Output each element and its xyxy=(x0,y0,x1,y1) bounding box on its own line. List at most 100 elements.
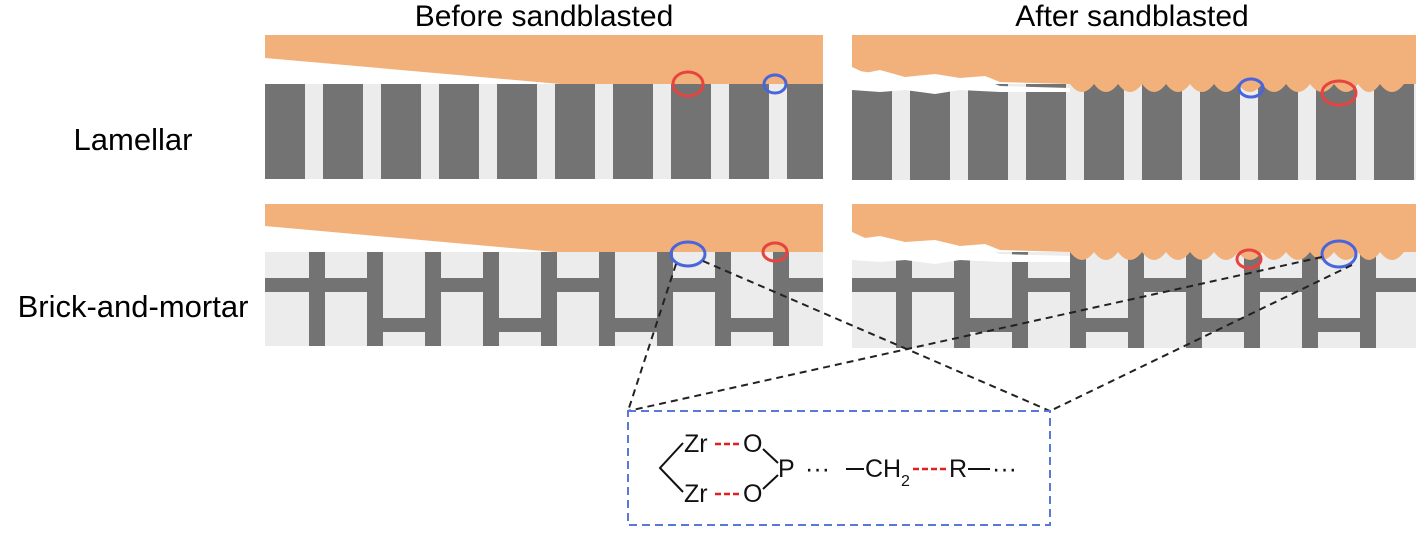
blue-circle-brick-after xyxy=(1320,239,1358,269)
mortar-horizontal xyxy=(265,278,325,292)
mortar-vertical xyxy=(1128,252,1144,348)
red-circle-lamellar-after xyxy=(1320,79,1358,107)
lamella-bar xyxy=(1026,84,1066,180)
mortar-horizontal xyxy=(483,318,557,332)
dots-after-r: ··· xyxy=(992,455,1017,483)
dots-after-p: ··· xyxy=(805,455,830,483)
panel-brick-before xyxy=(265,204,847,346)
mortar-vertical xyxy=(1244,252,1260,348)
resin-layer-brick-after xyxy=(852,204,1416,260)
mortar-horizontal xyxy=(1128,278,1202,292)
after-sandblasted-title: After sandblasted xyxy=(1015,0,1248,33)
lamella-bar xyxy=(1142,84,1182,180)
lamella-bar xyxy=(497,84,537,179)
mortar-vertical xyxy=(896,252,912,348)
mortar-vertical xyxy=(541,252,557,346)
ch2-subscript: 2 xyxy=(901,473,910,490)
resin-layer-lamellar-before xyxy=(265,35,823,84)
mortar-horizontal xyxy=(954,318,1028,332)
mortar-horizontal xyxy=(541,278,615,292)
lamella-bar xyxy=(968,84,1008,180)
lamella-bar xyxy=(1316,84,1356,180)
lamella-bar xyxy=(613,84,653,179)
red-circle-brick-after xyxy=(1235,248,1263,270)
mortar-vertical xyxy=(831,252,847,346)
lamella-bar xyxy=(852,84,892,180)
mortar-horizontal xyxy=(309,278,383,292)
red-circle-brick-before xyxy=(761,241,789,263)
mortar-horizontal xyxy=(1418,318,1422,332)
panel-brick-after xyxy=(852,204,1422,348)
panel-lamellar-before xyxy=(265,35,823,179)
mortar-vertical xyxy=(1070,252,1086,348)
mortar-vertical xyxy=(425,252,441,346)
lamella-bar xyxy=(1258,84,1298,180)
zr-atom-bottom: Zr xyxy=(684,480,708,508)
lamella-bar xyxy=(1200,84,1240,180)
mortar-horizontal xyxy=(1302,318,1376,332)
mortar-horizontal xyxy=(367,318,441,332)
mortar-horizontal xyxy=(1244,278,1318,292)
lamellar-before-ceramic xyxy=(265,84,823,179)
mortar-vertical xyxy=(309,252,325,346)
resin-layer-brick-before xyxy=(265,204,823,252)
mortar-vertical xyxy=(954,252,970,348)
blue-circle-lamellar-before xyxy=(762,73,788,95)
lamellar-after-ceramic xyxy=(852,84,1416,180)
zr-atom-top: Zr xyxy=(684,430,708,458)
mortar-horizontal xyxy=(425,278,499,292)
resin-layer-lamellar-after xyxy=(852,35,1416,92)
r-group: R xyxy=(949,455,967,483)
before-sandblasted-title: Before sandblasted xyxy=(415,0,674,33)
phosphorus-atom: P xyxy=(778,455,795,483)
lamella-bar xyxy=(671,84,711,179)
mortar-vertical xyxy=(1302,252,1318,348)
lamella-bar xyxy=(1374,84,1414,180)
mortar-horizontal xyxy=(599,318,673,332)
lamella-bar xyxy=(729,84,769,179)
leader-line-2 xyxy=(702,260,1051,412)
mortar-horizontal xyxy=(1070,318,1144,332)
lamella-bar xyxy=(1084,84,1124,180)
lamella-bar xyxy=(265,84,305,179)
blue-circle-brick-before xyxy=(669,240,707,268)
mortar-horizontal xyxy=(896,278,970,292)
lamellar-label: Lamellar xyxy=(74,122,193,157)
mortar-vertical xyxy=(1012,252,1028,348)
blue-circle-lamellar-after xyxy=(1237,77,1265,99)
mortar-horizontal xyxy=(715,318,789,332)
mortar-vertical xyxy=(1418,252,1422,348)
mortar-horizontal xyxy=(1186,318,1260,332)
mortar-horizontal xyxy=(1360,278,1416,292)
mortar-vertical xyxy=(1360,252,1376,348)
brick-before-ceramic xyxy=(265,252,847,346)
resin-crack-brick-after xyxy=(852,236,1070,264)
mortar-horizontal xyxy=(773,278,823,292)
mortar-vertical xyxy=(773,252,789,346)
mortar-horizontal xyxy=(852,278,912,292)
leader-line-3 xyxy=(627,256,1323,412)
mortar-horizontal xyxy=(1012,278,1086,292)
mortar-horizontal xyxy=(657,278,731,292)
lamella-bar xyxy=(323,84,363,179)
zoom-inset-box: Zr Zr O O P ··· CH 2 R ··· xyxy=(627,410,1051,526)
zoom-leader-lines xyxy=(627,256,1353,412)
leader-line-4 xyxy=(1049,264,1353,412)
lamella-bar xyxy=(555,84,595,179)
ch2-group: CH xyxy=(865,455,901,483)
red-circle-lamellar-before xyxy=(671,70,705,98)
o-p-bond-bottom xyxy=(762,474,779,490)
lamella-bar xyxy=(439,84,479,179)
lamella-bar xyxy=(787,84,823,179)
o-p-bond-top xyxy=(762,448,779,464)
lamella-bar xyxy=(910,84,950,180)
leader-line-1 xyxy=(627,263,677,412)
panel-lamellar-after xyxy=(852,35,1416,180)
oxygen-atom-top: O xyxy=(743,430,762,458)
lamella-bar xyxy=(381,84,421,179)
zr-bracket xyxy=(658,442,684,493)
oxygen-atom-bottom: O xyxy=(743,480,762,508)
brick-after-ceramic xyxy=(852,252,1422,348)
mortar-vertical xyxy=(1186,252,1202,348)
